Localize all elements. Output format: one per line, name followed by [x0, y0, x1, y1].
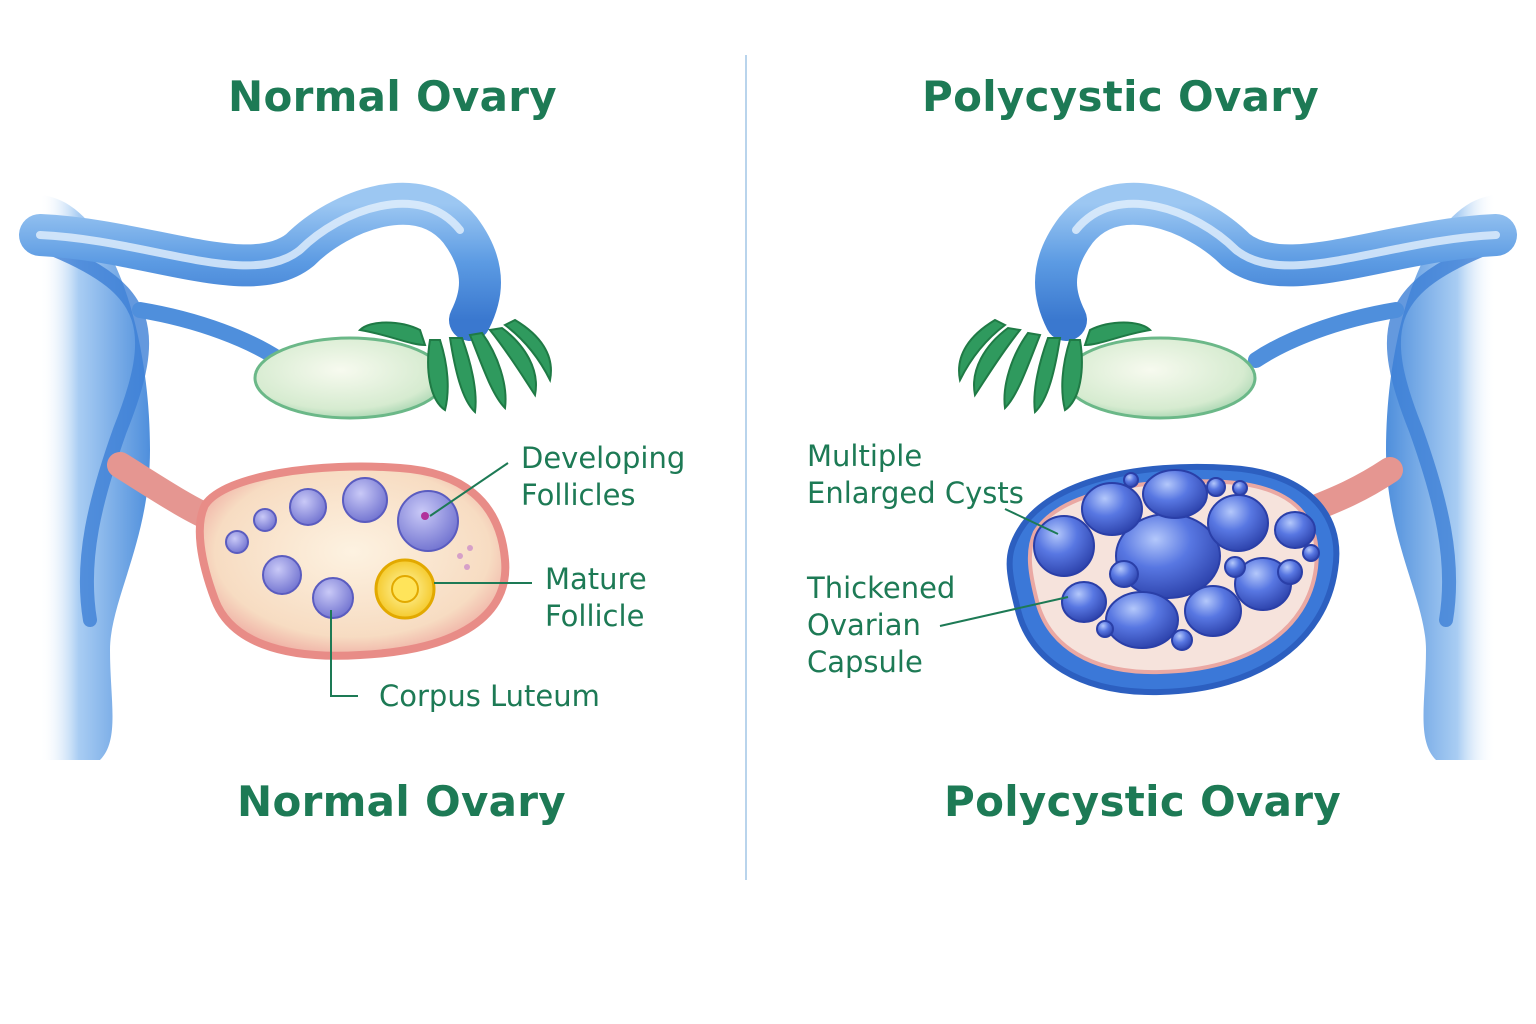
- capsule-line-2: Ovarian: [807, 608, 921, 642]
- capsule-line-1: Thickened: [807, 571, 956, 605]
- multiple-cysts-line-1: Multiple: [807, 439, 923, 473]
- normal-title-bottom: Normal Ovary: [237, 777, 566, 826]
- fimbriae: [357, 318, 552, 415]
- ovarian-ligament-right: [1302, 457, 1403, 521]
- upper-ovary-right: [1063, 336, 1257, 420]
- polycystic-leader-lines: [939, 508, 1069, 627]
- developing-follicles: [225, 477, 473, 619]
- mature-follicle-line-1: Mature: [545, 562, 647, 596]
- multiple-cysts-line-2: Enlarged Cysts: [807, 476, 1024, 510]
- developing-follicles-line-1: Developing: [521, 441, 686, 475]
- uterus-wall-right: [1386, 195, 1496, 760]
- polycystic-title-top: Polycystic Ovary: [922, 72, 1319, 121]
- polycystic-title-bottom: Polycystic Ovary: [944, 777, 1341, 826]
- uterus-wall: [40, 195, 150, 760]
- mature-follicle-line-2: Follicle: [545, 599, 645, 633]
- developing-follicles-line-2: Follicles: [521, 478, 636, 512]
- capsule-line-3: Capsule: [807, 645, 923, 679]
- normal-leader-lines: [330, 462, 532, 697]
- polycystic-anatomy: [939, 182, 1517, 760]
- corpus-luteum-label: Corpus Luteum: [379, 679, 600, 713]
- enlarged-cysts: [1033, 469, 1320, 651]
- mature-follicle-label: Mature Follicle: [545, 561, 647, 635]
- developing-follicles-label: Developing Follicles: [521, 440, 685, 514]
- upper-ovary: [253, 336, 447, 420]
- mature-follicle: [374, 558, 436, 620]
- center-divider: [745, 55, 747, 880]
- normal-anatomy: [19, 182, 552, 760]
- normal-title-top: Normal Ovary: [228, 72, 557, 121]
- multiple-cysts-label: Multiple Enlarged Cysts: [807, 438, 1024, 512]
- fimbriae-right: [958, 318, 1153, 415]
- capsule-label: Thickened Ovarian Capsule: [807, 570, 955, 681]
